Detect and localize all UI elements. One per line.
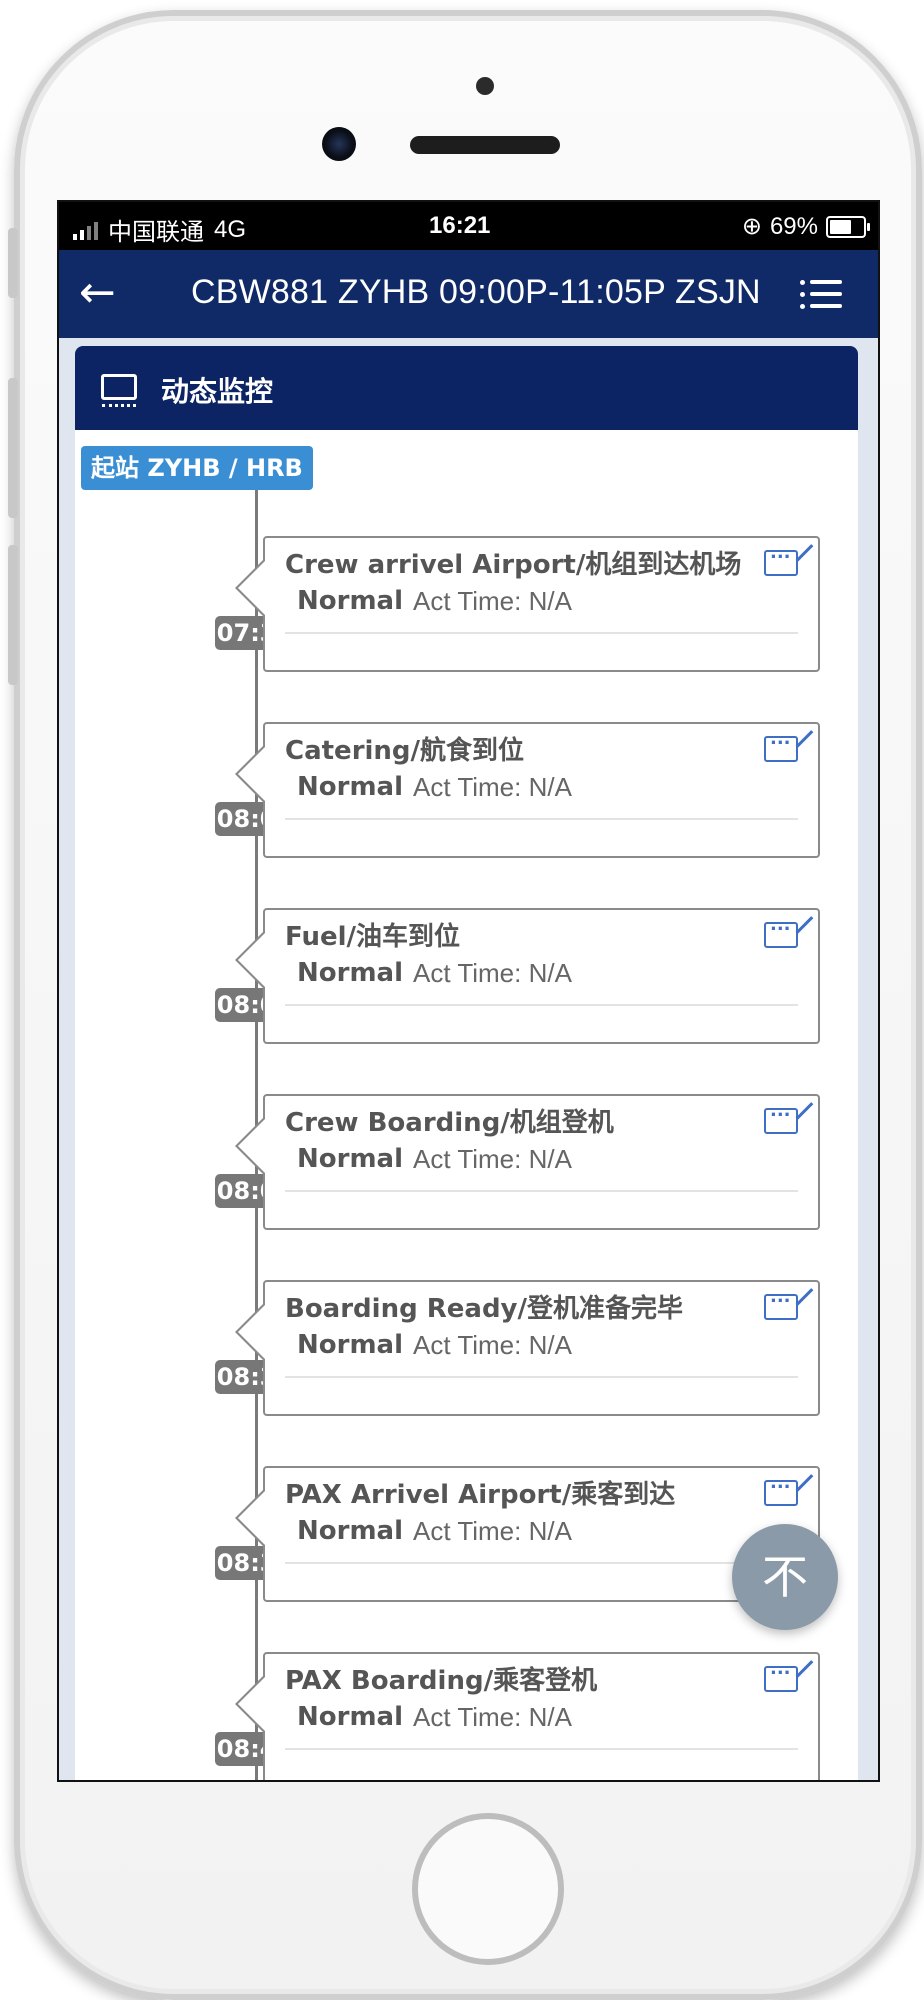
- status-time: 16:21: [429, 212, 491, 239]
- front-camera: [322, 127, 356, 161]
- event-title: Fuel/油车到位: [285, 922, 461, 952]
- battery-percent: 69%: [769, 212, 818, 240]
- timeline-event: ★ 08:00 Crew Boarding/机组登机 Normal Act Ti…: [75, 1094, 858, 1234]
- event-act-time: Act Time: N/A: [413, 772, 572, 802]
- event-status: Normal: [297, 1702, 403, 1732]
- timeline-event: ★ 08:00 Catering/航食到位 Normal Act Time: N…: [75, 722, 858, 862]
- event-title: Crew Boarding/机组登机: [285, 1108, 614, 1138]
- scroll-top-button[interactable]: 不: [732, 1524, 838, 1630]
- timeline-event: ★ 08:40 PAX Boarding/乘客登机 Normal Act Tim…: [75, 1652, 858, 1780]
- card-divider: [285, 1562, 798, 1564]
- event-act-time: Act Time: N/A: [413, 1144, 572, 1174]
- nav-bar: ← CBW881 ZYHB 09:00P-11:05P ZSJN: [59, 250, 878, 338]
- battery-icon: [826, 215, 870, 238]
- card-divider: [285, 1004, 798, 1006]
- section-title: 动态监控: [161, 375, 274, 408]
- edit-icon[interactable]: [764, 728, 798, 762]
- edit-icon[interactable]: [764, 1286, 798, 1320]
- card-divider: [285, 632, 798, 634]
- flight-title: CBW881 ZYHB 09:00P-11:05P ZSJN: [191, 273, 761, 311]
- timeline-event: ★ 07:30 Crew arrivel Airport/机组到达机场 Norm…: [75, 536, 858, 676]
- edit-icon[interactable]: [764, 1472, 798, 1506]
- event-title: Catering/航食到位: [285, 736, 525, 766]
- event-card[interactable]: PAX Arrivel Airport/乘客到达 Normal Act Time…: [235, 1466, 820, 1602]
- back-arrow-icon[interactable]: ←: [79, 267, 116, 318]
- event-card[interactable]: Fuel/油车到位 Normal Act Time: N/A: [235, 908, 820, 1044]
- event-act-time: Act Time: N/A: [413, 1516, 572, 1546]
- edit-icon[interactable]: [764, 542, 798, 576]
- screen: 中国联通 4G 16:21 ⊕ 69% ← CBW881 ZYHB 09:00P…: [57, 200, 880, 1782]
- card-divider: [285, 1748, 798, 1750]
- event-title: PAX Boarding/乘客登机: [285, 1666, 598, 1696]
- event-card[interactable]: Catering/航食到位 Normal Act Time: N/A: [235, 722, 820, 858]
- timeline-event: ★ 08:00 Fuel/油车到位 Normal Act Time: N/A: [75, 908, 858, 1048]
- mute-switch: [8, 228, 18, 298]
- event-status: Normal: [297, 1330, 403, 1360]
- event-act-time: Act Time: N/A: [413, 1702, 572, 1732]
- monitor-icon: [101, 374, 137, 407]
- event-title: PAX Arrivel Airport/乘客到达: [285, 1480, 676, 1510]
- event-status: Normal: [297, 1516, 403, 1546]
- status-right: ⊕ 69%: [741, 212, 870, 241]
- origin-station-tag: 起站 ZYHB / HRB: [81, 446, 313, 490]
- list-menu-icon[interactable]: [800, 278, 842, 312]
- timeline-event: ★ 08:30 Boarding Ready/登机准备完毕 Normal Act…: [75, 1280, 858, 1420]
- event-status: Normal: [297, 958, 403, 988]
- edit-icon[interactable]: [764, 1100, 798, 1134]
- edit-icon[interactable]: [764, 1658, 798, 1692]
- event-card[interactable]: PAX Boarding/乘客登机 Normal Act Time: N/A: [235, 1652, 820, 1780]
- event-card[interactable]: Crew arrivel Airport/机组到达机场 Normal Act T…: [235, 536, 820, 672]
- event-status: Normal: [297, 586, 403, 616]
- card-divider: [285, 1190, 798, 1192]
- orientation-lock-icon: ⊕: [741, 213, 762, 240]
- volume-down-button: [8, 545, 18, 685]
- event-act-time: Act Time: N/A: [413, 1330, 572, 1360]
- status-bar: 中国联通 4G 16:21 ⊕ 69%: [59, 202, 878, 250]
- status-left: 中国联通 4G: [73, 212, 246, 247]
- earpiece-speaker: [410, 136, 560, 154]
- event-title: Crew arrivel Airport/机组到达机场: [285, 550, 742, 580]
- event-card[interactable]: Crew Boarding/机组登机 Normal Act Time: N/A: [235, 1094, 820, 1230]
- signal-icon: [73, 220, 98, 240]
- home-button[interactable]: [412, 1813, 564, 1965]
- carrier-name: 中国联通: [108, 219, 204, 246]
- event-status: Normal: [297, 772, 403, 802]
- event-act-time: Act Time: N/A: [413, 958, 572, 988]
- edit-icon[interactable]: [764, 914, 798, 948]
- event-title: Boarding Ready/登机准备完毕: [285, 1294, 683, 1324]
- network-type: 4G: [214, 215, 247, 243]
- volume-up-button: [8, 378, 18, 518]
- sensor-dot: [476, 77, 494, 95]
- section-header: 动态监控: [75, 346, 858, 430]
- event-card[interactable]: Boarding Ready/登机准备完毕 Normal Act Time: N…: [235, 1280, 820, 1416]
- timeline-event: ★ 08:30 PAX Arrivel Airport/乘客到达 Normal …: [75, 1466, 858, 1606]
- card-divider: [285, 1376, 798, 1378]
- card-divider: [285, 818, 798, 820]
- event-status: Normal: [297, 1144, 403, 1174]
- monitor-panel: 动态监控 起站 ZYHB / HRB ★ 07:30 Crew arrivel …: [75, 346, 858, 1780]
- event-act-time: Act Time: N/A: [413, 586, 572, 616]
